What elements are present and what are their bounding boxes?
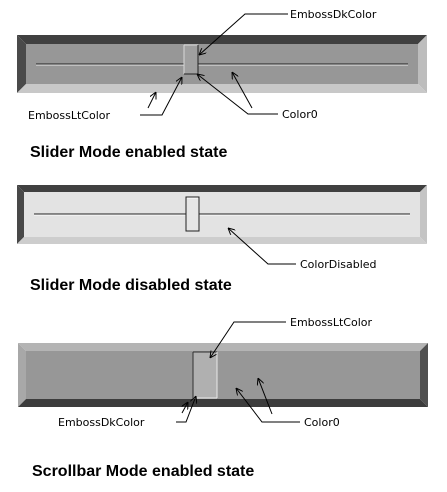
color0-label-1: Color0 xyxy=(282,108,318,121)
emboss-dk-arrow-3a xyxy=(176,396,196,423)
color-disabled-arrow xyxy=(228,228,296,265)
slider-enabled-panel: EmbossDkColor EmbossLtColor Color0 Slide… xyxy=(17,8,427,161)
color0-arrow-3a xyxy=(236,388,300,423)
emboss-dk-arrow-1 xyxy=(199,13,288,55)
emboss-lt-arrow-3 xyxy=(210,321,286,358)
emboss-lt-arrow-1a xyxy=(140,77,182,116)
scrollbar-enabled-frame xyxy=(18,343,428,407)
color-disabled-label: ColorDisabled xyxy=(300,258,377,271)
slider-disabled-frame xyxy=(17,185,427,244)
emboss-dk-label-1: EmbossDkColor xyxy=(290,8,377,21)
slider-disabled-panel: ColorDisabled Slider Mode disabled state xyxy=(17,185,427,294)
scrollbar-enabled-track xyxy=(26,351,420,399)
emboss-lt-label-1: EmbossLtColor xyxy=(28,109,110,122)
slider-enabled-thumb xyxy=(183,44,199,75)
emboss-dk-arrow-3b xyxy=(181,402,188,414)
color0-arrow-3b xyxy=(258,378,273,415)
emboss-lt-label-3: EmbossLtColor xyxy=(290,316,372,329)
slider-disabled-thumb xyxy=(185,196,200,232)
emboss-lt-arrow-1b xyxy=(147,92,156,109)
color0-label-3: Color0 xyxy=(304,416,340,429)
caption-scrollbar-enabled: Scrollbar Mode enabled state xyxy=(32,463,254,480)
scrollbar-enabled-panel: EmbossLtColor EmbossDkColor Color0 Scrol… xyxy=(18,316,428,480)
caption-slider-enabled: Slider Mode enabled state xyxy=(30,144,227,161)
emboss-dk-label-3: EmbossDkColor xyxy=(58,416,145,429)
slider-enabled-frame xyxy=(17,35,427,93)
caption-slider-disabled: Slider Mode disabled state xyxy=(30,277,232,294)
color0-arrow-1a xyxy=(197,74,278,115)
color0-arrow-1b xyxy=(232,72,253,109)
scrollbar-enabled-thumb xyxy=(192,351,218,399)
